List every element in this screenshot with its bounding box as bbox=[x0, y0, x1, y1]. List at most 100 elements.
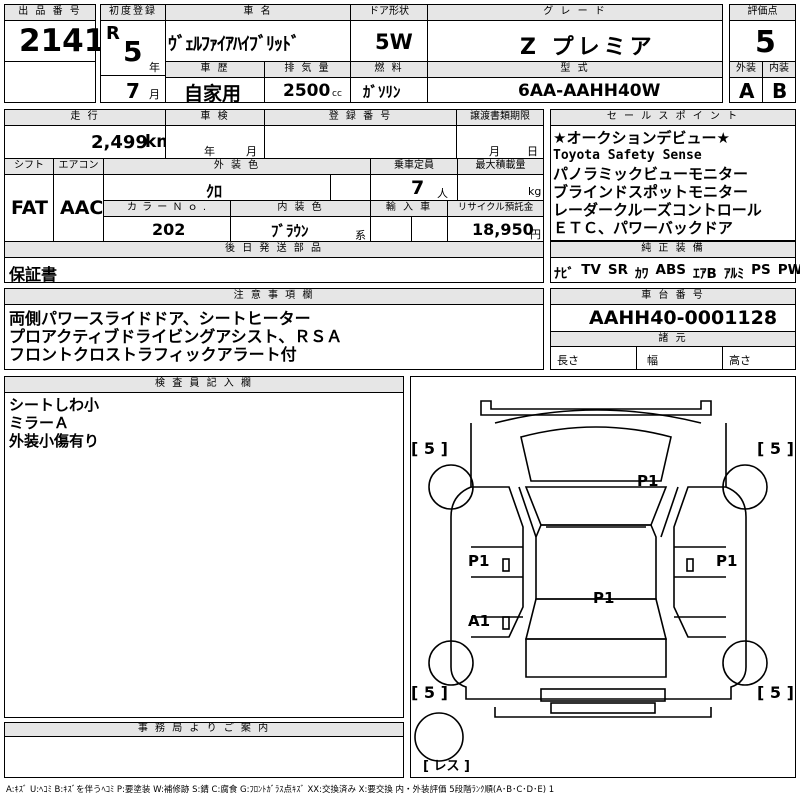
dimensions-label: 諸 元 bbox=[550, 331, 796, 347]
recycle: 18,950 bbox=[472, 220, 534, 239]
ext-color-label: 外 装 色 bbox=[103, 158, 371, 175]
later-parts-cell: 保証書 bbox=[4, 257, 544, 284]
max-load-cell: kg bbox=[457, 174, 544, 201]
exterior-label: 外装 bbox=[729, 61, 763, 78]
recycle-unit: 円 bbox=[530, 228, 541, 241]
equipment-item: PW bbox=[777, 262, 800, 278]
era: R bbox=[106, 23, 120, 44]
aircon-cell: AAC bbox=[53, 174, 104, 242]
capacity-cell: 7 人 bbox=[370, 174, 458, 201]
equipment-item: ｴｱB bbox=[693, 266, 717, 282]
recycle-label: リサイクル預託金 bbox=[447, 200, 544, 217]
car-name-label: 車 名 bbox=[165, 4, 351, 21]
notes-label: 注 意 事 項 欄 bbox=[4, 288, 544, 305]
chassis-no-cell: AAHH40-0001128 bbox=[550, 304, 796, 332]
int-color: ﾌﾞﾗｳﾝ bbox=[271, 222, 309, 240]
ext-color: ｸﾛ bbox=[206, 182, 223, 201]
tire-front-left-bracket: [ 5 ] bbox=[411, 439, 448, 458]
dim-length: 長さ bbox=[557, 354, 579, 367]
capacity: 7 bbox=[411, 177, 425, 199]
reg-no-cell bbox=[264, 125, 457, 159]
grade-cell: Z プレミア bbox=[427, 20, 723, 62]
score-cell: 5 bbox=[729, 20, 796, 62]
sales-point: ★オークションデビュー★ bbox=[553, 129, 730, 147]
legend-text: A:ｷｽﾞ U:ﾍｺﾐ B:ｷｽﾞを伴うﾍｺﾐ P:要塗装 W:補修跡 S:錆 … bbox=[6, 785, 555, 795]
fuel-label: 燃 料 bbox=[350, 61, 428, 78]
inspector-box: シートしわ小 ミラーＡ 外装小傷有り bbox=[4, 392, 404, 718]
transfer-deadline-label: 譲渡書類期限 bbox=[456, 109, 544, 126]
history: 自家用 bbox=[184, 83, 242, 105]
history-label: 車 歴 bbox=[165, 61, 265, 78]
lot-no-label: 出 品 番 号 bbox=[4, 4, 96, 21]
reg-year: 5 bbox=[123, 35, 143, 68]
transfer-deadline-cell: 月 日 bbox=[456, 125, 544, 159]
color-no-label: カ ラ ー Ｎ ｏ . bbox=[103, 200, 231, 217]
dim-height-cell: 高さ bbox=[722, 346, 796, 370]
tire-rear-left-bracket: [ 5 ] bbox=[411, 683, 448, 702]
lot-no-cell: 2141 bbox=[4, 20, 105, 62]
score-label: 評価点 bbox=[729, 4, 796, 21]
import-cell-b bbox=[411, 216, 448, 242]
office-box bbox=[4, 736, 404, 778]
model-type-label: 型 式 bbox=[427, 61, 723, 78]
door-type: 5W bbox=[375, 30, 413, 54]
damage-mark-left-rear: A1 bbox=[468, 612, 491, 630]
equipment-item: ﾅﾋﾞ bbox=[554, 266, 575, 282]
displacement-label: 排 気 量 bbox=[264, 61, 351, 78]
model-type: 6AA-AAHH40W bbox=[518, 81, 661, 101]
dim-width: 幅 bbox=[647, 354, 658, 367]
lot-no-blank bbox=[4, 61, 96, 103]
dim-width-cell: 幅 bbox=[636, 346, 723, 370]
interior-grade: B bbox=[772, 79, 788, 103]
fuel: ｶﾞｿﾘﾝ bbox=[363, 83, 401, 101]
interior-grade-cell: B bbox=[762, 77, 796, 103]
ext-color-cell: ｸﾛ bbox=[103, 174, 331, 201]
reg-month: 7 bbox=[126, 79, 140, 103]
max-load-label: 最大積載量 bbox=[457, 158, 544, 175]
reg-month-unit: 月 bbox=[149, 88, 160, 101]
score: 5 bbox=[755, 25, 776, 60]
displacement: 2500 bbox=[283, 81, 331, 101]
chassis-no-label: 車 台 番 号 bbox=[550, 288, 796, 305]
notes-box: 両側パワースライドドア、シートヒーター プロアクティブドライビングアシスト、ＲＳ… bbox=[4, 304, 544, 370]
reg-no-label: 登 録 番 号 bbox=[264, 109, 457, 126]
note-line: 両側パワースライドドア、シートヒーター bbox=[9, 309, 311, 328]
inspection-month-unit: 月 bbox=[246, 145, 257, 158]
import-label: 輸 入 車 bbox=[370, 200, 448, 217]
tire-front-right-bracket: [ 5 ] bbox=[757, 439, 794, 458]
aircon: AAC bbox=[60, 197, 104, 219]
interior-label: 内装 bbox=[762, 61, 796, 78]
mileage-label: 走 行 bbox=[4, 109, 166, 126]
color-no: 202 bbox=[152, 220, 186, 239]
inspector-note: 外装小傷有り bbox=[9, 432, 100, 450]
ext-color-extra bbox=[330, 174, 371, 201]
equipment-item: ｱﾙﾐ bbox=[723, 266, 745, 282]
int-color-cell: ﾌﾞﾗｳﾝ 系 bbox=[230, 216, 371, 242]
mileage-cell: 2,499 km bbox=[4, 125, 174, 159]
vehicle-diagram-box: [ 5 ] [ 5 ] [ 5 ] [ 5 ] [ レス ] P1 P1 P1 … bbox=[410, 376, 796, 778]
equipment-item: ABS bbox=[655, 262, 687, 278]
equipment-item: PS bbox=[751, 262, 771, 278]
exterior-grade-cell: A bbox=[729, 77, 763, 103]
inspection-label: 車 検 bbox=[165, 109, 265, 126]
sales-point: パノラミックビューモニター bbox=[553, 165, 749, 183]
int-color-unit: 系 bbox=[355, 229, 366, 242]
shift-label: シフト bbox=[4, 158, 54, 175]
transfer-month-unit: 月 bbox=[489, 145, 500, 158]
note-line: プロアクティブドライビングアシスト、ＲＳＡ bbox=[9, 327, 343, 346]
import-cell-a bbox=[370, 216, 412, 242]
chassis-no: AAHH40-0001128 bbox=[589, 307, 778, 329]
sales-point: ＥＴＣ、パワーバックドア bbox=[553, 219, 733, 237]
damage-mark-left-front-door: P1 bbox=[468, 552, 490, 570]
grade-label: グ レ ー ド bbox=[427, 4, 723, 21]
office-label: 事 務 局 よ り ご 案 内 bbox=[4, 722, 404, 737]
car-name: ｳﾞｪﾙﾌｧｲｱﾊｲﾌﾞﾘｯﾄﾞ bbox=[168, 34, 300, 55]
door-label: ドア形状 bbox=[350, 4, 428, 21]
inspector-note: シートしわ小 bbox=[9, 396, 100, 414]
first-reg-cell: R 5 年 bbox=[100, 20, 166, 76]
vehicle-diagram bbox=[414, 400, 768, 762]
dim-height: 高さ bbox=[729, 354, 751, 367]
sales-point: Toyota Safety Sense bbox=[553, 148, 702, 163]
capacity-label: 乗車定員 bbox=[370, 158, 458, 175]
recycle-cell: 18,950 円 bbox=[447, 216, 544, 242]
